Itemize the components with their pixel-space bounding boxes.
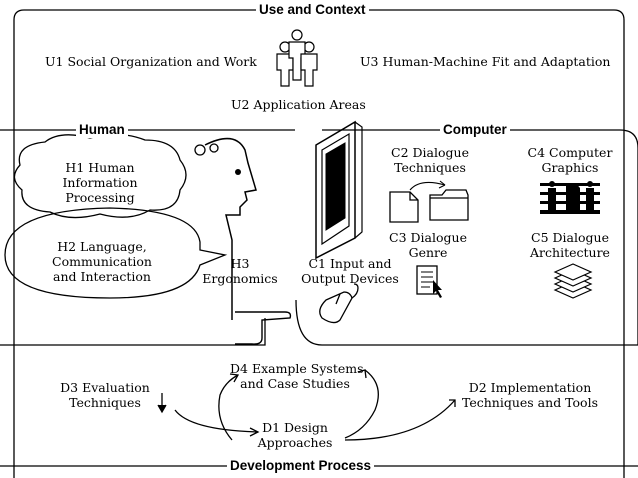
c4-line-1: C4 Computer [527, 145, 613, 160]
h2-label: H2 Language, Communication and Interacti… [42, 239, 162, 284]
h3-line-2: Ergonomics [202, 271, 278, 286]
h3-label: H3 Ergonomics [200, 256, 280, 286]
c5-line-2: Architecture [530, 245, 610, 260]
form-cursor-icon [416, 265, 442, 298]
c2-line-2: Techniques [394, 160, 466, 175]
c4-label: C4 Computer Graphics [520, 145, 620, 175]
d4-line-2: and Case Studies [240, 376, 350, 391]
d1-line-1: D1 Design [262, 420, 328, 435]
process-arrows [157, 369, 456, 441]
d3-line-1: D3 Evaluation [60, 380, 150, 395]
head-profile-icon [204, 137, 257, 320]
h2-line-1: H2 Language, [57, 239, 147, 254]
h1-label: H1 Human Information Processing [50, 160, 150, 205]
h1-line-2: Information [62, 175, 138, 190]
h1-line-1: H1 Human [65, 160, 135, 175]
pointing-hand-icon [235, 311, 292, 345]
human-region-frame [0, 129, 295, 346]
d1-line-2: Approaches [257, 435, 333, 450]
c1-label: C1 Input and Output Devices [300, 256, 400, 286]
c4-line-2: Graphics [541, 160, 599, 175]
thought-bubbles [13, 133, 219, 219]
transfer-arrow [409, 181, 446, 191]
c1-line-1: C1 Input and [308, 256, 392, 271]
section-use-context: Use and Context [256, 2, 369, 18]
d4-label: D4 Example Systems and Case Studies [230, 361, 364, 391]
speech-bubble [4, 207, 228, 299]
c3-label: C3 Dialogue Genre [378, 230, 478, 260]
h1-line-3: Processing [65, 190, 135, 205]
folder-icon [429, 189, 469, 221]
monitor-icon [315, 120, 363, 260]
section-human: Human [76, 122, 128, 138]
c5-label: C5 Dialogue Architecture [520, 230, 620, 260]
h3-line-1: H3 [230, 256, 250, 271]
u1-label: U1 Social Organization and Work [45, 54, 257, 69]
people-icon [276, 29, 318, 87]
c2-line-1: C2 Dialogue [391, 145, 469, 160]
d2-line-2: Techniques and Tools [461, 395, 598, 410]
h2-line-2: Communication [52, 254, 152, 269]
u2-label: U2 Application Areas [231, 97, 366, 112]
layers-icon [553, 263, 593, 299]
c2-label: C2 Dialogue Techniques [380, 145, 480, 175]
c1-line-2: Output Devices [301, 271, 399, 286]
document-icon [389, 191, 419, 223]
u3-label: U3 Human-Machine Fit and Adaptation [360, 54, 611, 69]
c3-line-2: Genre [408, 245, 448, 260]
section-development: Development Process [227, 458, 375, 474]
chess-graphics-icon [540, 181, 600, 214]
h2-line-3: and Interaction [53, 269, 151, 284]
d2-line-1: D2 Implementation [468, 380, 592, 395]
section-computer: Computer [440, 122, 510, 138]
mouse-icon [319, 283, 359, 324]
d1-label: D1 Design Approaches [250, 420, 340, 450]
c3-line-1: C3 Dialogue [389, 230, 467, 245]
d2-label: D2 Implementation Techniques and Tools [460, 380, 600, 410]
d3-label: D3 Evaluation Techniques [45, 380, 165, 410]
d4-line-1: D4 Example Systems [230, 361, 364, 376]
c5-line-1: C5 Dialogue [531, 230, 609, 245]
d3-line-2: Techniques [69, 395, 141, 410]
eye-icon [235, 169, 241, 175]
